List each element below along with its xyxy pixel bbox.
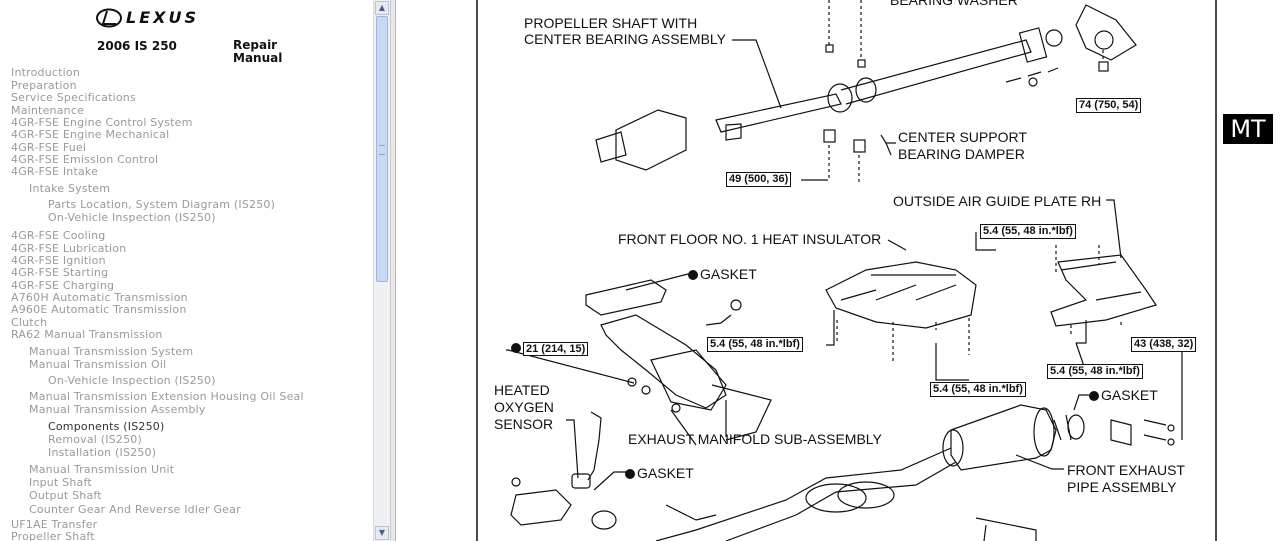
torque-spec: 49 (500, 36) [726, 172, 792, 187]
nav-item-uf1ae-transfer[interactable]: UF1AE Transfer [11, 518, 98, 531]
label-front-exhaust-line2: PIPE ASSEMBLY [1067, 479, 1177, 495]
nav-item-charging[interactable]: 4GR-FSE Charging [11, 279, 115, 292]
sidebar-scrollbar[interactable]: ▲ ▼ [373, 0, 390, 541]
oxygen-sensor-drawing [510, 411, 717, 530]
torque-spec: 74 (750, 54) [1076, 98, 1142, 113]
nav-item-introduction[interactable]: Introduction [11, 66, 81, 79]
gasket-text: GASKET [1101, 387, 1158, 403]
nav-item-manual-transmission-system[interactable]: Manual Transmission System [29, 345, 194, 358]
air-guide-plate-drawing [1050, 245, 1157, 335]
gasket-text: GASKET [637, 465, 694, 481]
new-part-dot-icon [511, 343, 521, 353]
nav-item-counter-gear[interactable]: Counter Gear And Reverse Idler Gear [29, 503, 241, 516]
front-exhaust-pipe-drawing [655, 404, 1175, 541]
label-front-exhaust-line1: FRONT EXHAUST [1067, 462, 1185, 478]
nav-item-extension-housing-oil-seal[interactable]: Manual Transmission Extension Housing Oi… [29, 390, 304, 403]
nav-item-installation[interactable]: Installation (IS250) [48, 446, 157, 459]
heat-insulator-drawing [825, 261, 977, 362]
nav-item-cooling[interactable]: 4GR-FSE Cooling [11, 229, 106, 242]
nav-item-a960e[interactable]: A960E Automatic Transmission [11, 303, 187, 316]
pane-splitter[interactable] [390, 0, 396, 541]
nav-item-service-specifications[interactable]: Service Specifications [11, 91, 136, 104]
lexus-logo: LEXUS [96, 6, 216, 34]
label-outside-air-guide: OUTSIDE AIR GUIDE PLATE RH [893, 193, 1102, 209]
scrollbar-thumb[interactable] [376, 16, 388, 282]
nav-item-ignition[interactable]: 4GR-FSE Ignition [11, 254, 106, 267]
brand-name: LEXUS [126, 8, 199, 27]
nav-item-lubrication[interactable]: 4GR-FSE Lubrication [11, 242, 127, 255]
nav-item-maintenance[interactable]: Maintenance [11, 104, 85, 117]
nav-item-clutch[interactable]: Clutch [11, 316, 48, 329]
nav-item-intake-system[interactable]: Intake System [29, 182, 111, 195]
torque-spec: 5.4 (55, 48 in.*lbf) [1047, 364, 1143, 379]
label-center-support-line1: CENTER SUPPORT [898, 129, 1027, 145]
nav-item-on-vehicle-inspection-intake[interactable]: On-Vehicle Inspection (IS250) [48, 211, 216, 224]
nav-item-starting[interactable]: 4GR-FSE Starting [11, 266, 109, 279]
label-oxygen-line2: OXYGEN [494, 399, 554, 415]
torque-spec: 5.4 (55, 48 in.*lbf) [707, 337, 803, 352]
components-diagram [476, 0, 1217, 541]
gasket-text: GASKET [700, 266, 757, 282]
label-bearing-washer: BEARING WASHER [890, 0, 1018, 8]
new-part-dot-icon [625, 469, 635, 479]
nav-item-components[interactable]: Components (IS250) [48, 420, 165, 433]
nav-item-on-vehicle-inspection-oil[interactable]: On-Vehicle Inspection (IS250) [48, 374, 216, 387]
nav-item-manual-transmission-unit[interactable]: Manual Transmission Unit [29, 463, 175, 476]
navigation-sidebar: LEXUS 2006 IS 250 Repair Manual Introduc… [0, 0, 373, 541]
manual-title: Repair Manual [233, 38, 283, 65]
new-part-dot-icon [688, 270, 698, 280]
scroll-down-button[interactable]: ▼ [375, 526, 389, 540]
nav-item-engine-mechanical[interactable]: 4GR-FSE Engine Mechanical [11, 128, 170, 141]
label-exhaust-manifold: EXHAUST MANIFOLD SUB-ASSEMBLY [628, 431, 882, 447]
torque-spec: 43 (438, 32) [1131, 337, 1197, 352]
vehicle-model: 2006 IS 250 [97, 39, 177, 53]
nav-item-removal[interactable]: Removal (IS250) [48, 433, 142, 446]
nav-item-a760h[interactable]: A760H Automatic Transmission [11, 291, 188, 304]
label-center-support-line2: BEARING DAMPER [898, 146, 1025, 162]
exhaust-manifold-drawing [585, 279, 772, 446]
propeller-shaft-drawing [595, 0, 1137, 185]
nav-item-output-shaft[interactable]: Output Shaft [29, 489, 102, 502]
nav-item-parts-location[interactable]: Parts Location, System Diagram (IS250) [48, 198, 276, 211]
torque-spec: 5.4 (55, 48 in.*lbf) [980, 224, 1076, 239]
scroll-up-button[interactable]: ▲ [375, 1, 389, 15]
label-heat-insulator: FRONT FLOOR NO. 1 HEAT INSULATOR [618, 231, 882, 247]
label-gasket: GASKET [688, 266, 757, 282]
label-oxygen-line3: SENSOR [494, 416, 554, 432]
nav-item-manual-transmission-assembly[interactable]: Manual Transmission Assembly [29, 403, 206, 416]
nav-item-input-shaft[interactable]: Input Shaft [29, 476, 92, 489]
new-part-dot-icon [1089, 391, 1099, 401]
nav-item-fuel[interactable]: 4GR-FSE Fuel [11, 141, 87, 154]
diagram-pane: BEARING WASHER PROPELLER SHAFT WITH CENT… [396, 0, 1280, 541]
label-propeller-shaft-line1: PROPELLER SHAFT WITH [524, 15, 698, 31]
label-propeller-shaft-line2: CENTER BEARING ASSEMBLY [524, 31, 727, 47]
nav-item-emission-control[interactable]: 4GR-FSE Emission Control [11, 153, 159, 166]
label-gasket: GASKET [625, 465, 694, 481]
nav-item-propeller-shaft[interactable]: Propeller Shaft [11, 530, 95, 541]
label-oxygen-line1: HEATED [494, 382, 550, 398]
nav-item-intake[interactable]: 4GR-FSE Intake [11, 165, 99, 178]
nav-item-manual-transmission-oil[interactable]: Manual Transmission Oil [29, 358, 167, 371]
nav-item-engine-control[interactable]: 4GR-FSE Engine Control System [11, 116, 193, 129]
nav-item-ra62-manual-transmission[interactable]: RA62 Manual Transmission [11, 328, 163, 341]
torque-spec: 21 (214, 15) [523, 342, 589, 356]
nav-item-preparation[interactable]: Preparation [11, 79, 77, 92]
torque-spec: 5.4 (55, 48 in.*lbf) [930, 382, 1026, 397]
lexus-emblem-icon [96, 8, 122, 28]
torque-spec-new-part: 21 (214, 15) [511, 341, 589, 357]
mt-badge: MT [1223, 114, 1273, 144]
scrollbar-grip-icon [379, 145, 385, 155]
label-gasket: GASKET [1089, 387, 1158, 403]
